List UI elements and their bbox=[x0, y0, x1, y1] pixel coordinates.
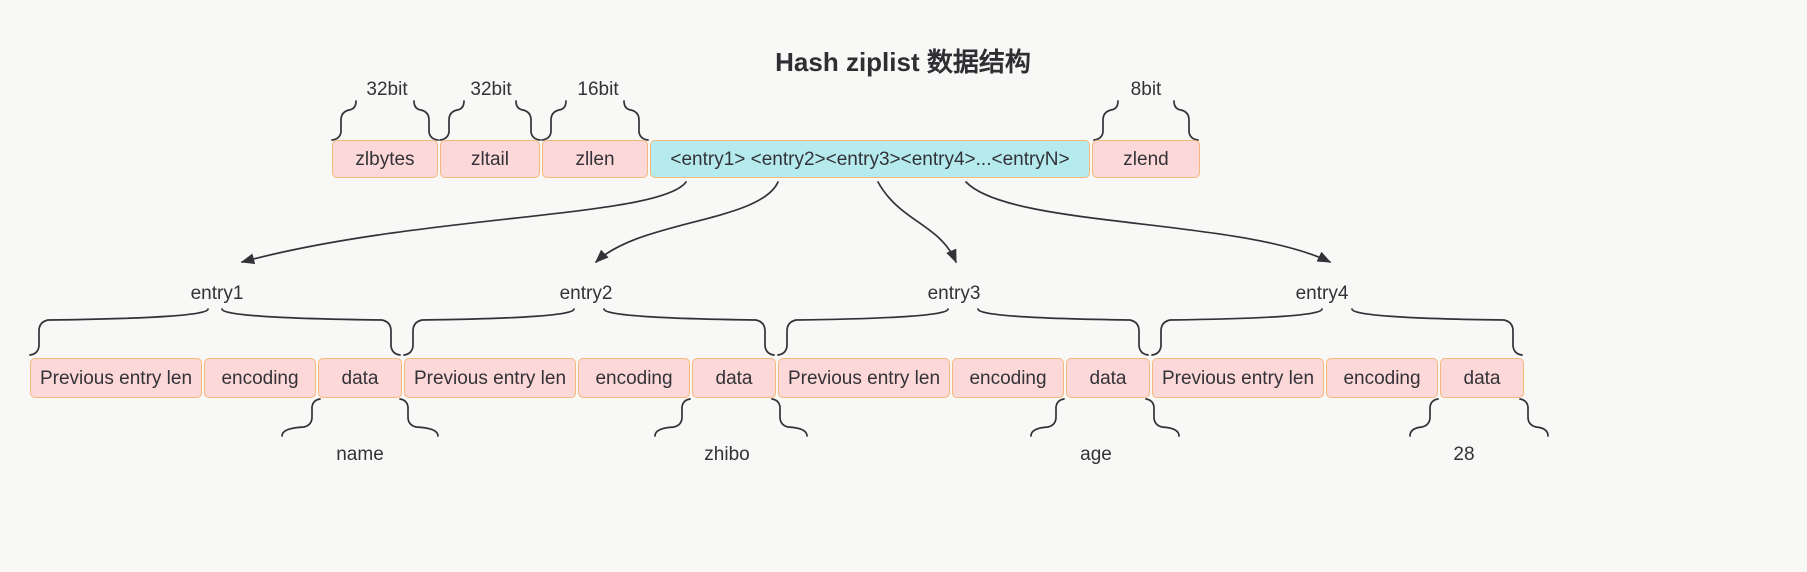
brace-entry2 bbox=[403, 308, 775, 356]
node-zltail[interactable]: zltail bbox=[440, 140, 540, 178]
brace-entry1 bbox=[29, 308, 401, 356]
brace-entry3 bbox=[777, 308, 1149, 356]
bit-label-zlend: 8bit bbox=[1130, 79, 1162, 100]
arrow-to-entry4 bbox=[965, 181, 1332, 263]
brace-zlend bbox=[1093, 100, 1199, 141]
arrow-to-entry2 bbox=[595, 181, 779, 263]
arrow-to-entry3 bbox=[877, 181, 957, 264]
node-data-2[interactable]: data bbox=[692, 358, 776, 398]
node-data-3[interactable]: data bbox=[1066, 358, 1150, 398]
node-prevlen-1[interactable]: Previous entry len bbox=[30, 358, 202, 398]
brace-age bbox=[1030, 398, 1180, 437]
node-prevlen-3[interactable]: Previous entry len bbox=[778, 358, 950, 398]
entry-label-2: entry2 bbox=[559, 283, 613, 304]
value-label-zhibo: zhibo bbox=[704, 444, 750, 465]
bit-label-zlbytes: 32bit bbox=[366, 79, 408, 100]
value-label-name: name bbox=[336, 444, 384, 465]
node-prevlen-2[interactable]: Previous entry len bbox=[404, 358, 576, 398]
entry-label-3: entry3 bbox=[927, 283, 981, 304]
bit-label-zltail: 32bit bbox=[470, 79, 512, 100]
node-encoding-4[interactable]: encoding bbox=[1326, 358, 1438, 398]
brace-zllen bbox=[541, 100, 649, 141]
node-data-4[interactable]: data bbox=[1440, 358, 1524, 398]
value-label-28: 28 bbox=[1453, 444, 1475, 465]
node-encoding-3[interactable]: encoding bbox=[952, 358, 1064, 398]
node-data-1[interactable]: data bbox=[318, 358, 402, 398]
brace-name bbox=[281, 398, 439, 437]
arrow-to-entry1 bbox=[240, 181, 687, 265]
node-prevlen-4[interactable]: Previous entry len bbox=[1152, 358, 1324, 398]
node-zllen[interactable]: zllen bbox=[542, 140, 648, 178]
entry-label-4: entry4 bbox=[1295, 283, 1349, 304]
value-label-age: age bbox=[1080, 444, 1112, 465]
page-title: Hash ziplist 数据结构 bbox=[775, 47, 1031, 77]
node-zlbytes[interactable]: zlbytes bbox=[332, 140, 438, 178]
node-zlend[interactable]: zlend bbox=[1092, 140, 1200, 178]
brace-zhibo bbox=[654, 398, 808, 437]
brace-zlbytes bbox=[331, 100, 439, 141]
node-encoding-1[interactable]: encoding bbox=[204, 358, 316, 398]
entry-label-1: entry1 bbox=[190, 283, 244, 304]
node-encoding-2[interactable]: encoding bbox=[578, 358, 690, 398]
node-entries[interactable]: <entry1> <entry2><entry3><entry4>...<ent… bbox=[650, 140, 1090, 178]
brace-28 bbox=[1409, 398, 1549, 437]
bit-label-zllen: 16bit bbox=[577, 79, 619, 100]
brace-entry4 bbox=[1151, 308, 1523, 356]
brace-zltail bbox=[439, 100, 541, 141]
